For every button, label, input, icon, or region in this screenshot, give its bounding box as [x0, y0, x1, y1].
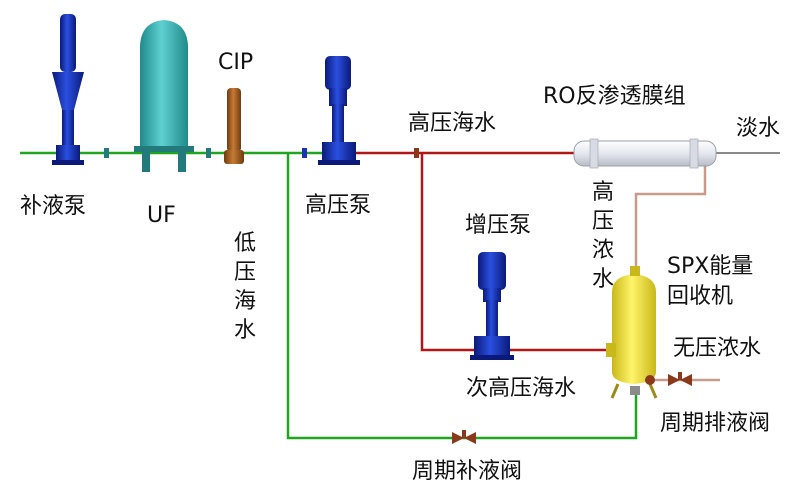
booster-feed-pipe — [420, 153, 478, 352]
label-low-pressure-seawater: 低压海水 — [233, 231, 256, 343]
label-high-pressure-brine: 高压浓水 — [591, 180, 614, 292]
label-periodic-drain-valve: 周期排液阀 — [660, 411, 771, 436]
label-high-pressure-seawater: 高压海水 — [408, 111, 497, 136]
pipes — [20, 151, 780, 440]
label-high-pressure-pump: 高压泵 — [305, 193, 372, 218]
makeup-pump — [52, 14, 84, 165]
high-pressure-brine-pipe — [634, 165, 707, 280]
label-ro-membrane-group: RO反渗透膜组 — [543, 84, 686, 109]
label-fresh-water: 淡水 — [736, 116, 781, 141]
spx-energy-recovery-device — [606, 266, 658, 399]
label-booster-pump: 增压泵 — [465, 213, 532, 238]
label-spx-line2: 回收机 — [667, 284, 734, 309]
pipe-fittings — [104, 148, 419, 158]
label-uf: UF — [147, 203, 176, 228]
label-makeup-pump: 补液泵 — [20, 194, 87, 219]
label-no-pressure-brine: 无压浓水 — [673, 336, 762, 361]
booster-pump — [470, 252, 514, 360]
ro-membrane — [573, 138, 717, 169]
periodic-drain-valve-icon — [668, 372, 692, 386]
label-cip: CIP — [218, 50, 254, 75]
label-spx-line1: SPX能量 — [667, 254, 754, 279]
label-sub-high-pressure-seawater: 次高压海水 — [466, 376, 577, 401]
cip-unit — [224, 88, 244, 164]
uf-tank — [134, 20, 194, 172]
high-pressure-pump — [318, 56, 360, 165]
periodic-makeup-valve-icon — [452, 430, 476, 444]
label-periodic-makeup-valve: 周期补液阀 — [412, 459, 523, 484]
